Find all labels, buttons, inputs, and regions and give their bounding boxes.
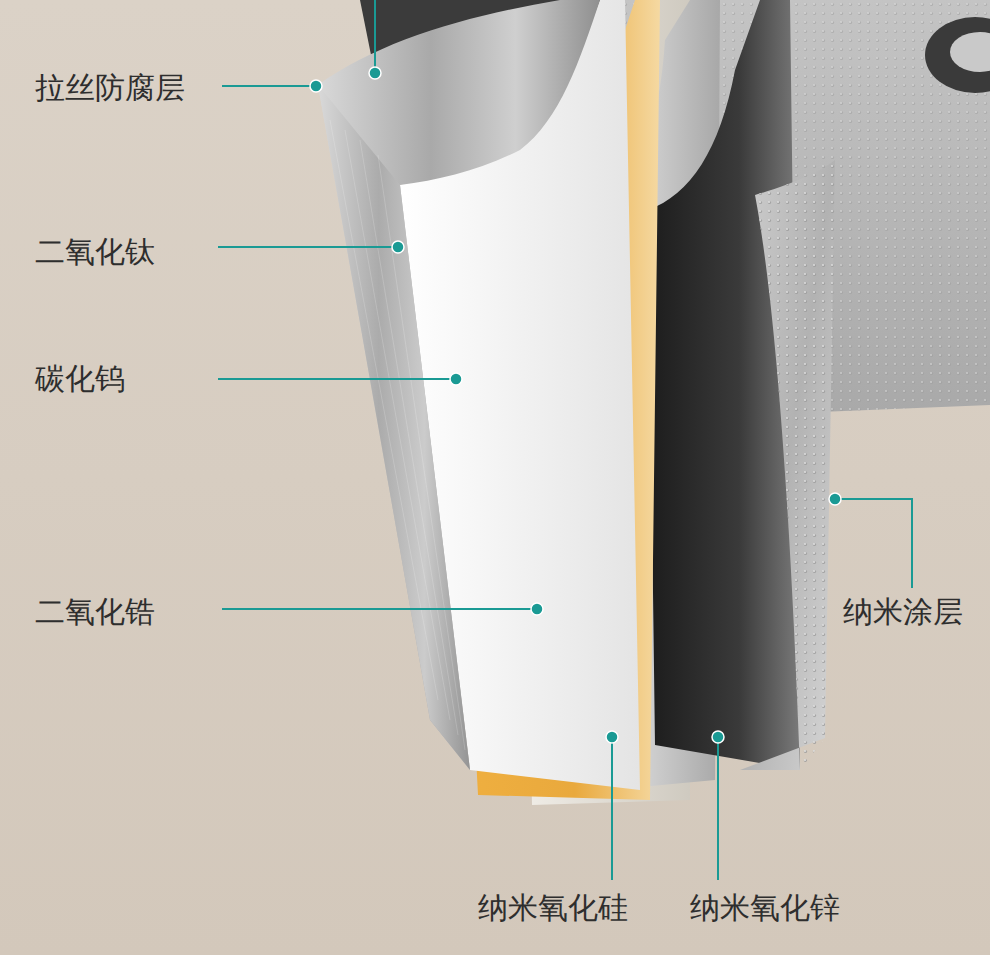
part-label: 拉丝防腐层	[35, 70, 185, 106]
part-label: 碳化钨	[35, 361, 125, 397]
part-label: 纳米氧化锌	[690, 890, 840, 926]
part-label: 纳米氧化硅	[478, 890, 628, 926]
part-label: 二氧化锆	[35, 594, 155, 630]
part-label: 二氧化钛	[35, 234, 155, 270]
part-label: 纳米涂层	[843, 594, 963, 630]
